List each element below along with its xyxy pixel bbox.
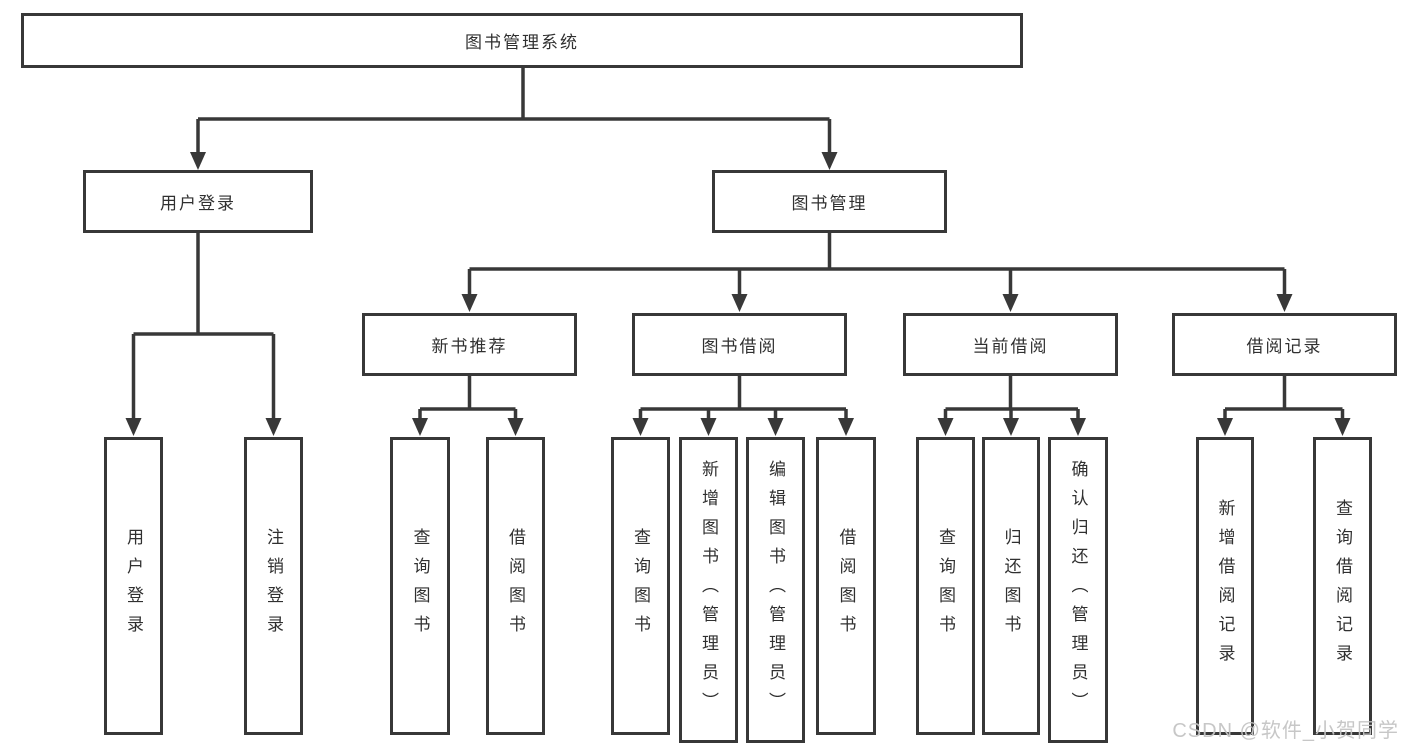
leaf-borrow-books-recommend: 借阅图书 xyxy=(486,437,545,735)
leaf-query-books-current: 查询图书 xyxy=(916,437,975,735)
leaf-borrow-books-borrowing-label: 借阅图书 xyxy=(836,528,856,644)
node-book-borrowing: 图书借阅 xyxy=(632,313,847,376)
csdn-watermark: CSDN @软件_小贺同学 xyxy=(1172,720,1399,742)
leaf-confirm-return-admin: 确认归还（管理员） xyxy=(1048,437,1108,743)
leaf-add-books-admin-label: 新增图书（管理员） xyxy=(699,459,718,721)
leaf-borrow-books-borrowing: 借阅图书 xyxy=(816,437,876,735)
node-borrowing-records: 借阅记录 xyxy=(1172,313,1397,376)
leaf-query-books-borrowing: 查询图书 xyxy=(611,437,670,735)
node-user-login-label: 用户登录 xyxy=(160,194,236,213)
leaf-add-borrow-record-label: 新增借阅记录 xyxy=(1215,499,1235,673)
leaf-confirm-return-admin-label: 确认归还（管理员） xyxy=(1068,459,1088,721)
root-node-label: 图书管理系统 xyxy=(465,33,579,52)
node-new-book-recommend-label: 新书推荐 xyxy=(431,337,508,356)
leaf-add-books-admin: 新增图书（管理员） xyxy=(679,437,738,743)
leaf-logout: 注销登录 xyxy=(244,437,303,735)
leaf-query-borrow-record: 查询借阅记录 xyxy=(1313,437,1372,735)
leaf-borrow-books-recommend-label: 借阅图书 xyxy=(506,528,525,644)
leaf-logout-label: 注销登录 xyxy=(264,528,283,644)
node-current-borrowing-label: 当前借阅 xyxy=(972,337,1049,356)
leaf-query-borrow-record-label: 查询借阅记录 xyxy=(1333,499,1352,673)
node-borrowing-records-label: 借阅记录 xyxy=(1246,337,1323,356)
leaf-edit-books-admin-label: 编辑图书（管理员） xyxy=(766,459,785,721)
node-current-borrowing: 当前借阅 xyxy=(903,313,1118,376)
leaf-return-books-label: 归还图书 xyxy=(1001,528,1021,644)
node-new-book-recommend: 新书推荐 xyxy=(362,313,577,376)
node-user-login: 用户登录 xyxy=(83,170,313,233)
leaf-query-books-current-label: 查询图书 xyxy=(936,528,955,644)
leaf-add-borrow-record: 新增借阅记录 xyxy=(1196,437,1254,735)
leaf-return-books: 归还图书 xyxy=(982,437,1040,735)
node-book-management: 图书管理 xyxy=(712,170,947,233)
leaf-query-books-borrowing-label: 查询图书 xyxy=(631,528,650,644)
leaf-edit-books-admin: 编辑图书（管理员） xyxy=(746,437,805,743)
leaf-user-login-label: 用户登录 xyxy=(124,528,143,644)
node-book-management-label: 图书管理 xyxy=(791,194,868,213)
leaf-query-books-recommend-label: 查询图书 xyxy=(410,528,430,644)
root-node: 图书管理系统 xyxy=(21,13,1023,68)
leaf-query-books-recommend: 查询图书 xyxy=(390,437,450,735)
node-book-borrowing-label: 图书借阅 xyxy=(701,337,778,356)
leaf-user-login: 用户登录 xyxy=(104,437,163,735)
